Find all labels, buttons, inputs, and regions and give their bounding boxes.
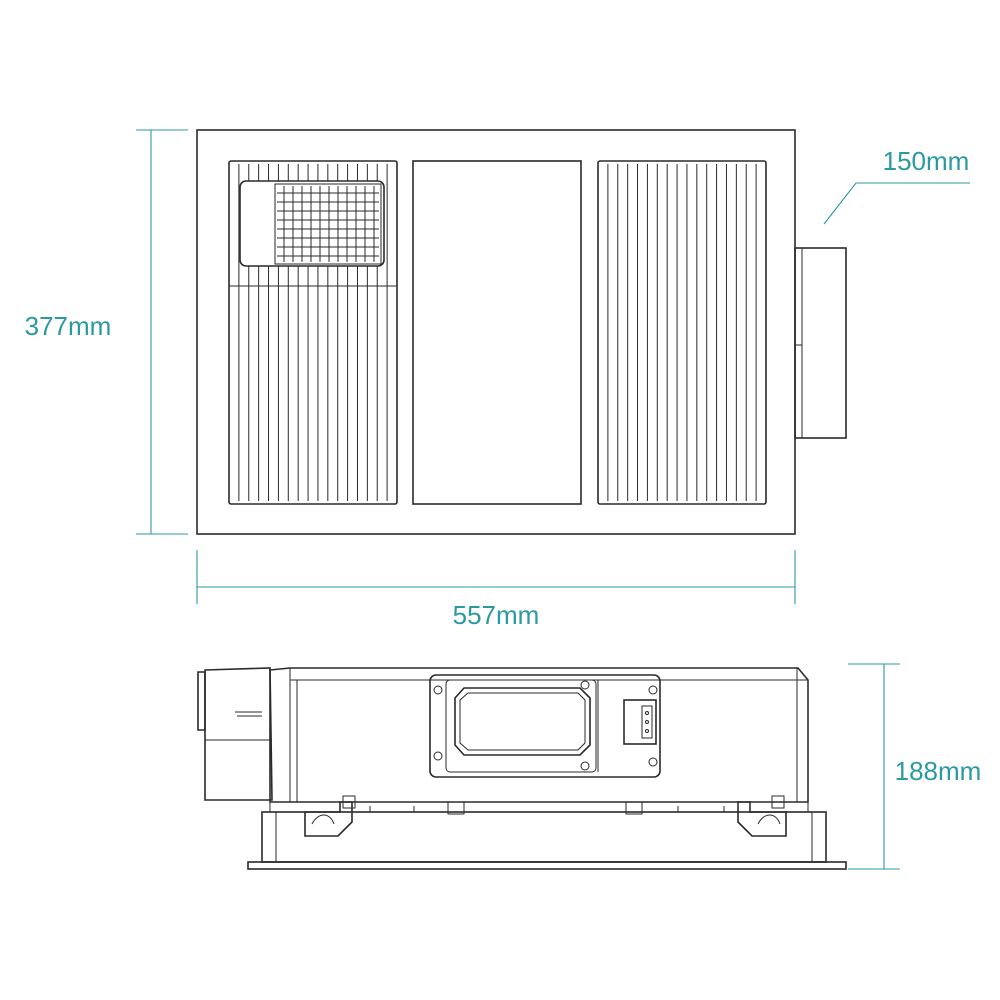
duct-label: 150mm	[883, 146, 970, 176]
duct-outlet	[794, 247, 847, 439]
height-label: 188mm	[895, 756, 982, 786]
duct-dimension: 150mm	[823, 146, 970, 225]
bottom-panel	[247, 802, 847, 870]
top-view	[196, 129, 847, 535]
width-dimension: 557mm	[196, 550, 796, 630]
depth-label: 377mm	[25, 311, 112, 341]
depth-dimension: 377mm	[25, 129, 188, 535]
left-grille	[228, 160, 398, 505]
side-view	[197, 667, 847, 870]
junction-box	[429, 674, 661, 778]
width-label: 557mm	[453, 600, 540, 630]
side-duct	[197, 667, 273, 801]
height-dimension: 188mm	[848, 663, 982, 870]
right-clamp	[737, 795, 787, 837]
left-clamp	[304, 795, 356, 837]
right-grille	[597, 160, 767, 505]
light-panel	[412, 160, 582, 505]
